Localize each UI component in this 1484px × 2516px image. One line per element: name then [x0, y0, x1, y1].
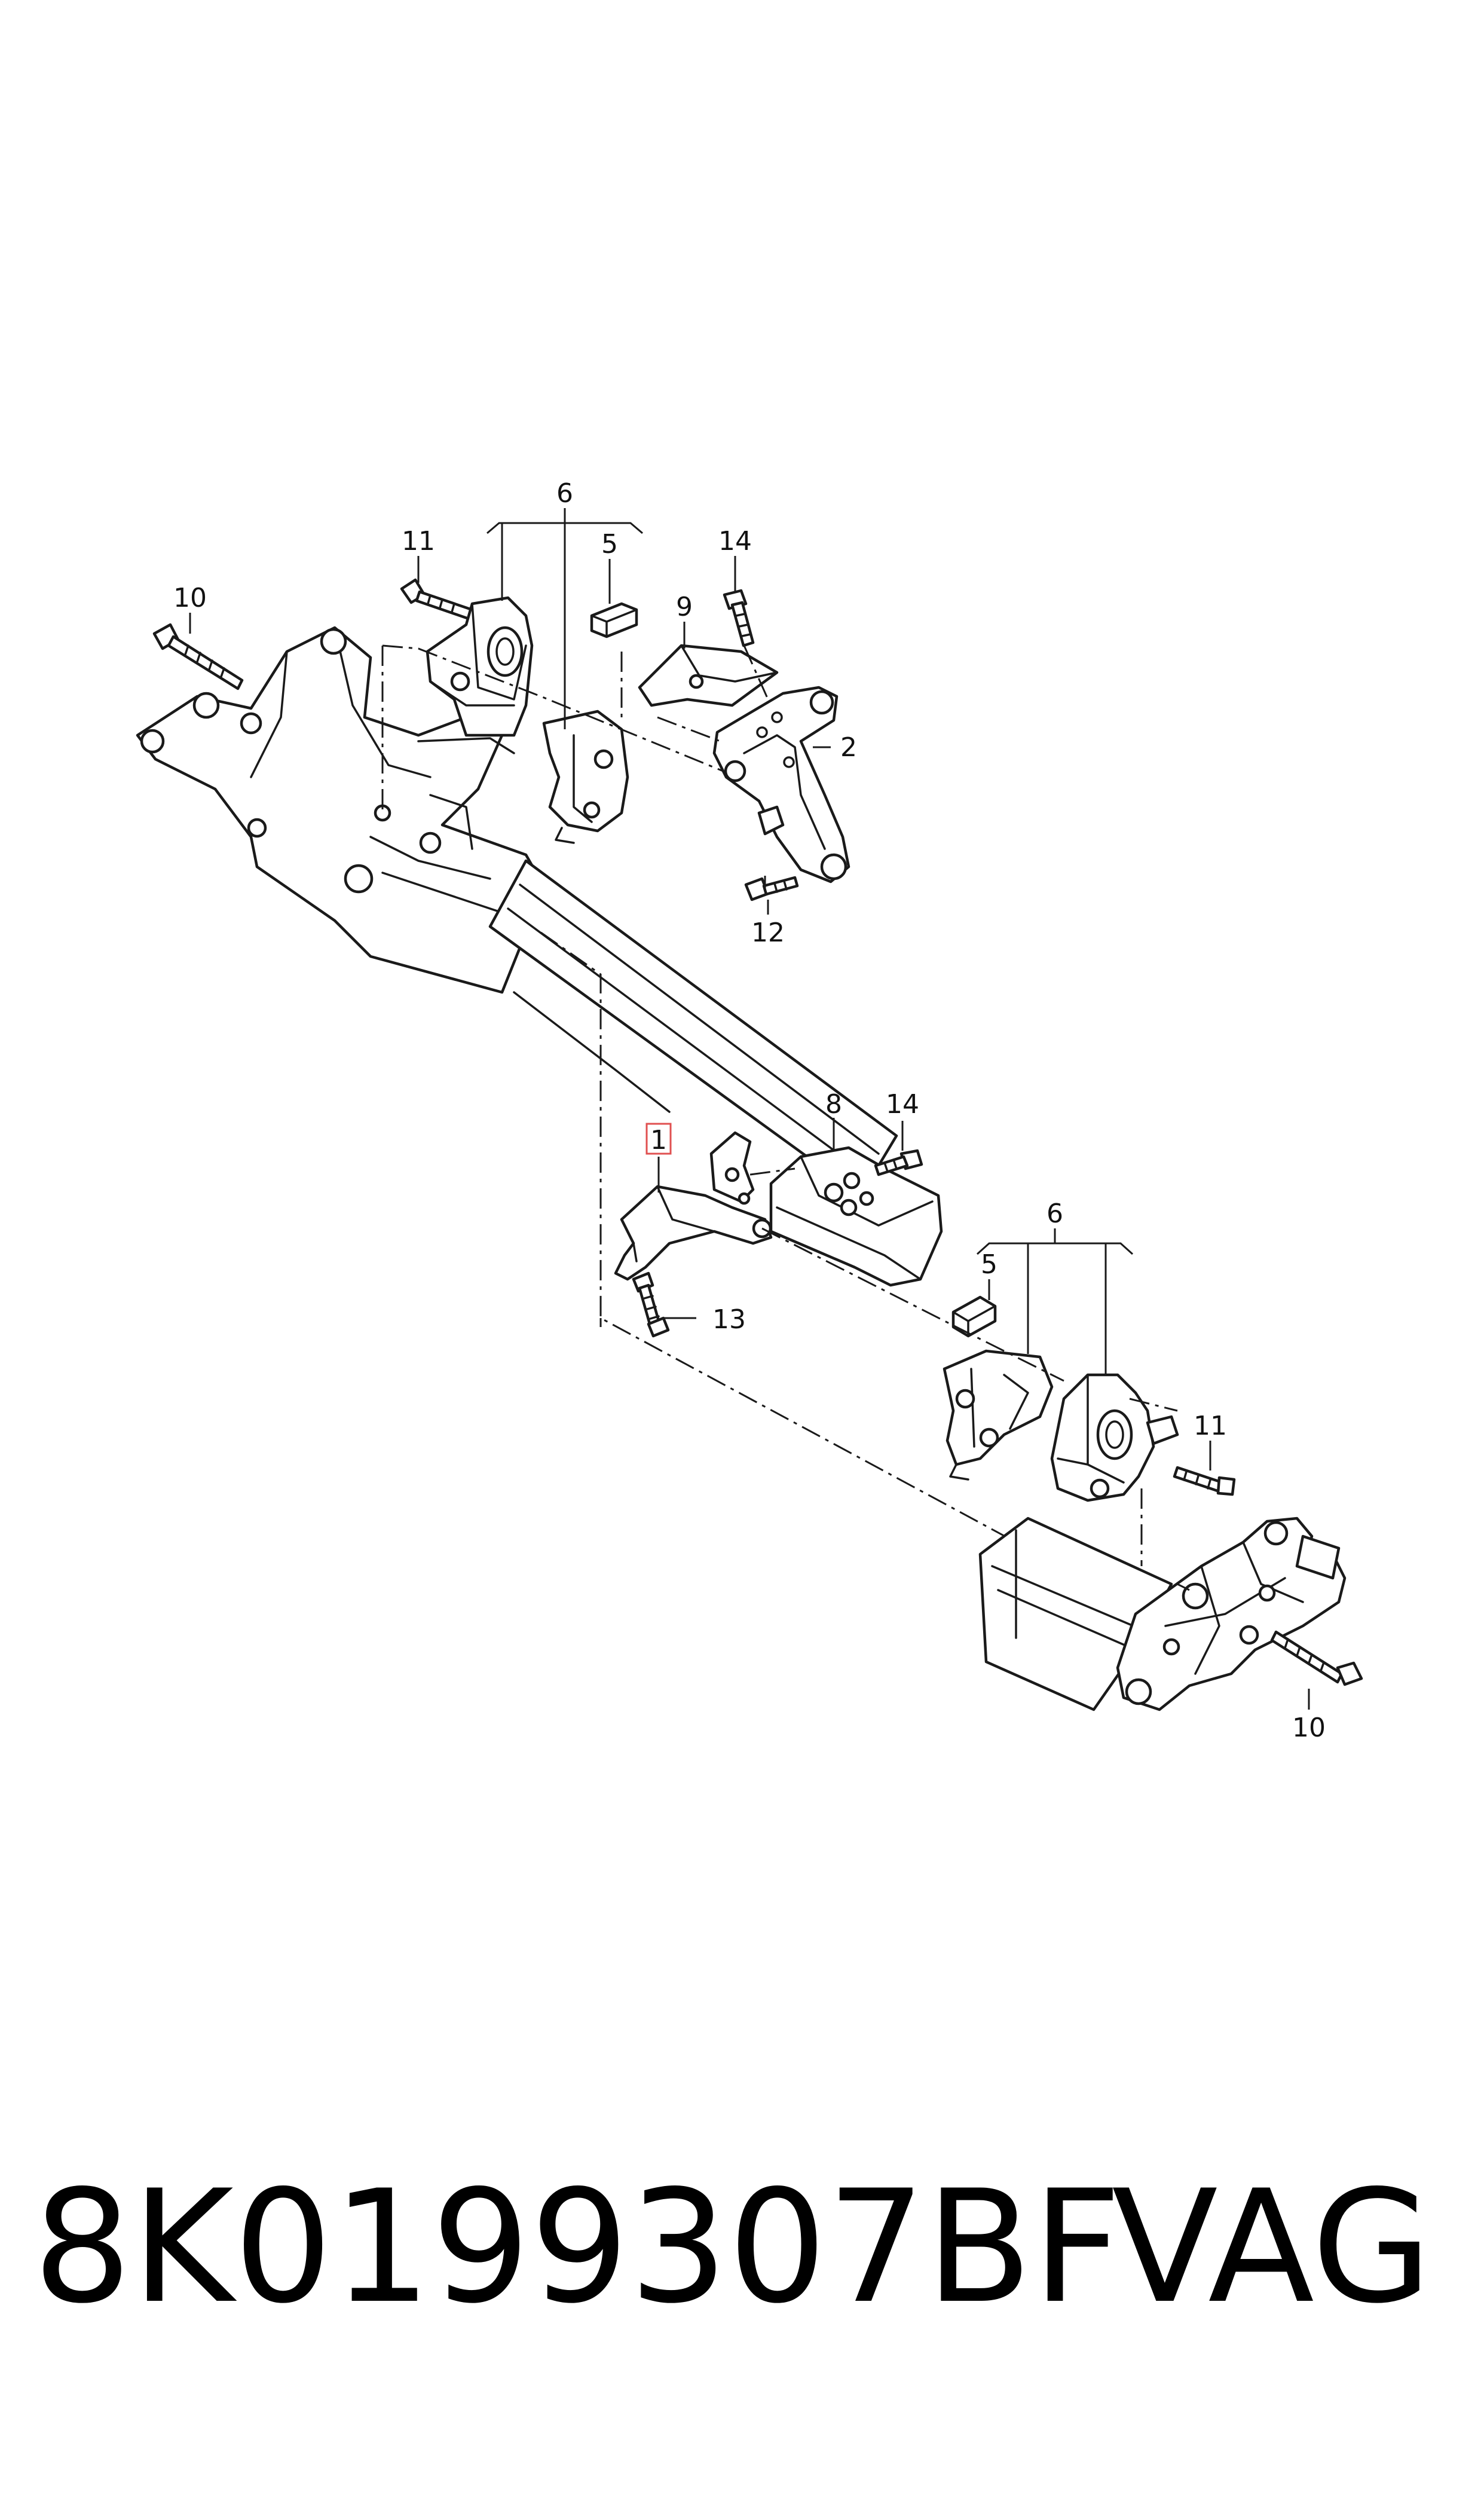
heat-shield-9 — [638, 644, 779, 707]
callout-10-bottom: 10 — [1292, 1713, 1326, 1743]
assembly-line — [540, 931, 1017, 1543]
callout-1: 1 — [650, 1125, 667, 1155]
bolt-13 — [632, 1271, 670, 1338]
assembly-line — [761, 1227, 1064, 1382]
callout-6-bottom: 6 — [1047, 1199, 1063, 1229]
callout-14-top: 14 — [718, 526, 752, 557]
heat-shield-8 — [769, 1146, 943, 1287]
engine-mount-bottom — [1050, 1373, 1179, 1502]
bolt-11-top — [400, 578, 474, 620]
gearbox-bracket-2 — [712, 686, 850, 883]
bolt-10-top — [152, 623, 244, 690]
callout-5-bottom: 5 — [981, 1249, 998, 1280]
callout-10-top: 10 — [173, 583, 207, 613]
bracket-bottom — [943, 1349, 1054, 1481]
assembly-line — [657, 716, 721, 742]
top-assembly: 6 5 11 14 9 10 2 12 — [136, 478, 898, 1197]
callout-9: 9 — [676, 592, 693, 622]
assembly-line — [382, 644, 724, 772]
part-1-highlight-box — [645, 1123, 672, 1155]
assembly-line — [743, 645, 769, 700]
bolt-11-bottom — [1173, 1466, 1236, 1496]
callout-6-top: 6 — [556, 478, 573, 509]
cap-5-bottom — [951, 1295, 997, 1338]
subframe-top — [136, 626, 898, 1197]
part-number: 8K0199307BF — [33, 2157, 1122, 2338]
assembly-line — [1129, 1398, 1178, 1412]
callout-8: 8 — [825, 1089, 842, 1120]
subframe-bottom — [978, 1517, 1347, 1711]
bolt-10-bottom — [1270, 1630, 1363, 1686]
bolt-14-top — [723, 589, 755, 647]
cap-5-top — [590, 602, 638, 638]
callout-12: 12 — [751, 918, 785, 948]
callout-5-top: 5 — [601, 529, 618, 560]
bracket-6-bottom — [976, 1242, 1134, 1255]
engine-mount-top — [426, 596, 534, 737]
bolt-14-bottom — [874, 1149, 923, 1176]
callout-11-top: 11 — [402, 526, 435, 557]
callout-11-bottom: 11 — [1194, 1411, 1227, 1441]
bolt-12 — [744, 876, 799, 901]
bottom-assembly: 1 8 14 13 6 5 11 10 — [614, 1089, 1363, 1743]
bracket-top — [542, 710, 629, 844]
callout-13: 13 — [712, 1304, 746, 1335]
assembly-line — [749, 1167, 795, 1176]
bracket-1 — [614, 1131, 773, 1281]
callout-14-bottom: 14 — [886, 1089, 919, 1120]
callout-2: 2 — [840, 732, 857, 763]
brand-label: VAG — [1112, 2157, 1432, 2338]
assembly-line — [1177, 1583, 1190, 1591]
